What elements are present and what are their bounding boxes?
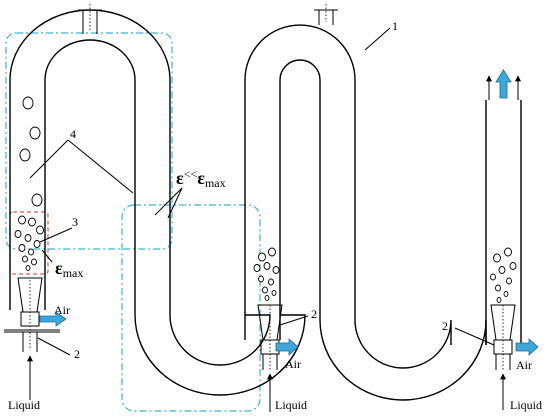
label-air-right: Air xyxy=(516,358,532,372)
label-liquid-right: Liquid xyxy=(510,398,542,412)
label-number-2-middle: 2 xyxy=(311,307,317,321)
bubbles-right-riser xyxy=(490,247,517,303)
label-air-left: Air xyxy=(54,303,70,317)
air-injector-middle xyxy=(257,304,299,412)
label-air-middle: Air xyxy=(285,357,301,371)
label-liquid-middle: Liquid xyxy=(275,398,307,412)
bubbles-left-riser xyxy=(14,96,44,271)
right-arrow-icon xyxy=(275,338,299,356)
label-epsilon-max: εmax xyxy=(55,258,83,280)
label-number-4: 4 xyxy=(70,127,76,141)
zone-outline-lower-middle xyxy=(121,204,261,412)
pipe-inner-wall xyxy=(44,39,306,396)
top-vent-right xyxy=(314,4,338,25)
label-number-1: 1 xyxy=(392,19,398,33)
label-liquid-left: Liquid xyxy=(8,398,40,412)
outlet-arrows xyxy=(486,69,521,100)
right-arrow-icon xyxy=(39,311,67,327)
up-arrow-icon xyxy=(495,69,512,99)
label-number-3: 3 xyxy=(72,215,78,229)
top-vent-left xyxy=(78,4,102,34)
pipe-outer-wall xyxy=(9,9,452,369)
label-number-2-right: 2 xyxy=(442,319,448,333)
air-injector-left xyxy=(4,277,67,400)
bubbles-middle-riser xyxy=(253,247,280,301)
leader-lines xyxy=(29,27,495,356)
air-injector-right xyxy=(490,304,539,410)
right-arrow-icon xyxy=(515,338,539,356)
label-number-2-left: 2 xyxy=(74,347,80,361)
pipe-inner-wall-2 xyxy=(279,59,487,401)
zone-outline-upper-left xyxy=(5,32,173,250)
label-epsilon-much-less-than-max: ε<<εmax xyxy=(176,167,226,190)
